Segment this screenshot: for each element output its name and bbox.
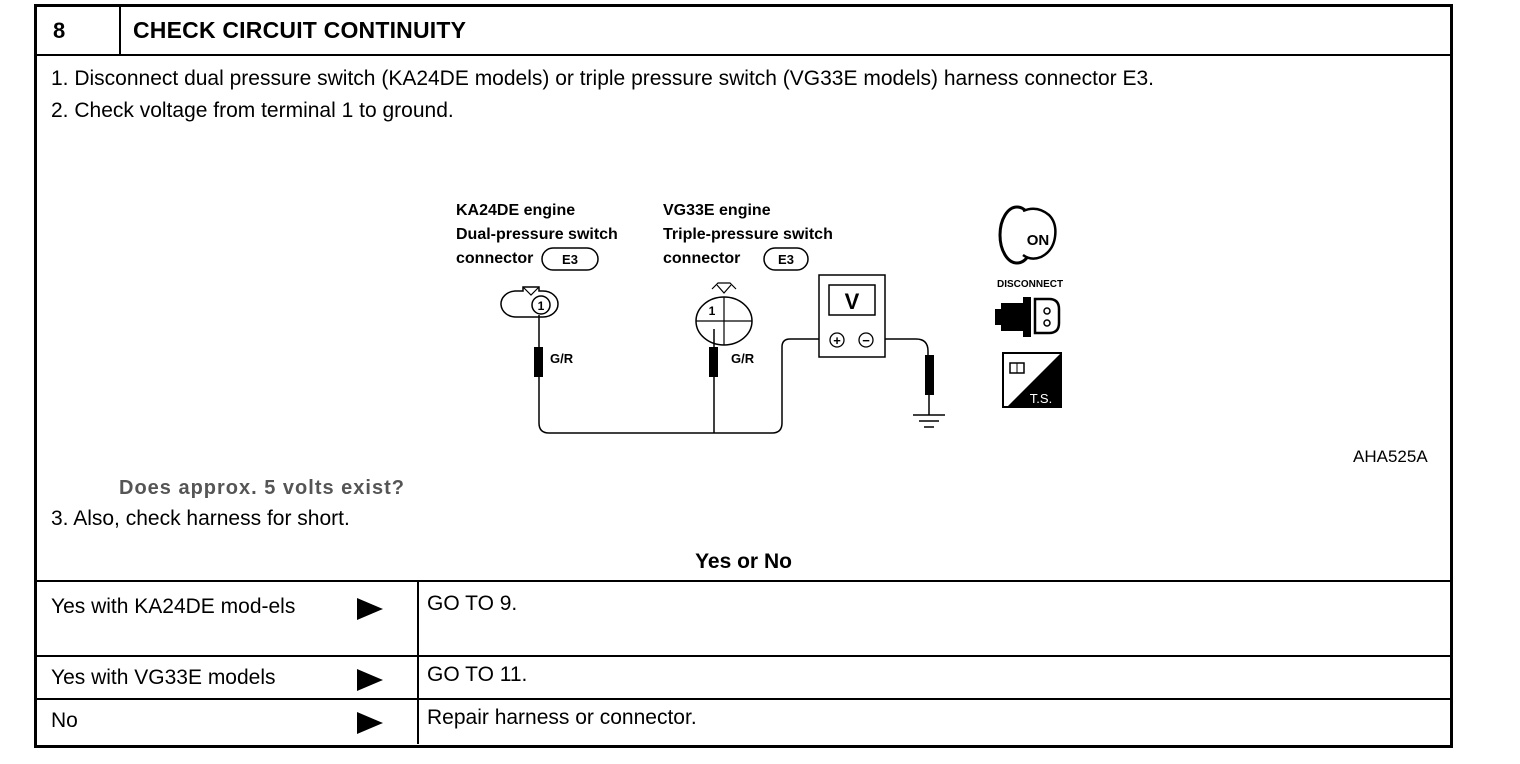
tester-label: T.S. <box>1030 391 1052 406</box>
instruction-1: 1. Disconnect dual pressure switch (KA24… <box>51 67 1154 90</box>
result-row: Yes with KA24DE mod-els GO TO 9. <box>37 582 1450 657</box>
arrow-right-icon <box>357 712 383 734</box>
result-condition: Yes with VG33E models <box>51 666 276 689</box>
step-header: 8 CHECK CIRCUIT CONTINUITY <box>37 7 1450 56</box>
instruction-2: 2. Check voltage from terminal 1 to grou… <box>51 99 454 122</box>
right-terminal-number: 1 <box>709 304 716 318</box>
procedure-frame: 8 CHECK CIRCUIT CONTINUITY 1. Disconnect… <box>34 4 1453 748</box>
row-divider <box>417 582 419 655</box>
disconnect-label: DISCONNECT <box>997 279 1063 290</box>
voltmeter-minus: − <box>862 333 870 348</box>
instruction-3: 3. Also, check harness for short. <box>51 507 350 530</box>
left-connector-line2: Dual-pressure switch <box>456 226 618 243</box>
right-connector-line3: connector <box>663 250 740 267</box>
result-action: GO TO 11. <box>427 663 528 686</box>
row-divider <box>417 700 419 744</box>
tester-ts-icon <box>1002 352 1062 408</box>
left-connector-badge: E3 <box>562 252 578 267</box>
voltmeter-icon <box>818 274 886 358</box>
dual-pressure-connector-icon <box>500 286 559 318</box>
disconnect-connector-icon <box>995 297 1061 337</box>
result-action: Repair harness or connector. <box>427 706 697 729</box>
right-wire-color: G/R <box>731 351 755 366</box>
step-number: 8 <box>37 7 121 54</box>
voltage-question: Does approx. 5 volts exist? <box>119 477 405 499</box>
voltmeter-label: V <box>845 289 860 314</box>
arrow-right-icon <box>357 598 383 620</box>
right-connector-badge: E3 <box>778 252 794 267</box>
right-connector-line2: Triple-pressure switch <box>663 226 833 243</box>
left-connector-line3: connector <box>456 250 533 267</box>
yes-or-no-heading: Yes or No <box>695 550 792 573</box>
result-action: GO TO 9. <box>427 592 518 615</box>
triple-pressure-connector-icon <box>695 282 753 346</box>
ignition-label: ON <box>1027 232 1050 249</box>
right-connector-badge-outline <box>763 247 809 271</box>
left-connector-line1: KA24DE engine <box>456 202 575 219</box>
wiring-diagram: KA24DE engine Dual-pressure switch conne… <box>456 202 1063 434</box>
result-row: Yes with VG33E models GO TO 11. <box>37 657 1450 700</box>
results-table: Yes with KA24DE mod-els GO TO 9. Yes wit… <box>37 580 1450 744</box>
figure-id: AHA525A <box>1353 447 1428 466</box>
ground-icon <box>913 414 945 428</box>
ignition-key-on-icon <box>998 205 1057 265</box>
right-connector-line1: VG33E engine <box>663 202 771 219</box>
result-row: No Repair harness or connector. <box>37 700 1450 744</box>
row-divider <box>417 657 419 698</box>
arrow-right-icon <box>357 669 383 691</box>
probe-wires <box>534 315 934 434</box>
step-title: CHECK CIRCUIT CONTINUITY <box>133 17 467 43</box>
left-wire-color: G/R <box>550 351 574 366</box>
voltmeter-plus: + <box>833 333 841 348</box>
result-condition: Yes with KA24DE mod-els <box>51 595 296 618</box>
left-terminal-number: 1 <box>538 299 545 313</box>
left-connector-badge-outline <box>541 247 599 271</box>
result-condition: No <box>51 709 78 732</box>
